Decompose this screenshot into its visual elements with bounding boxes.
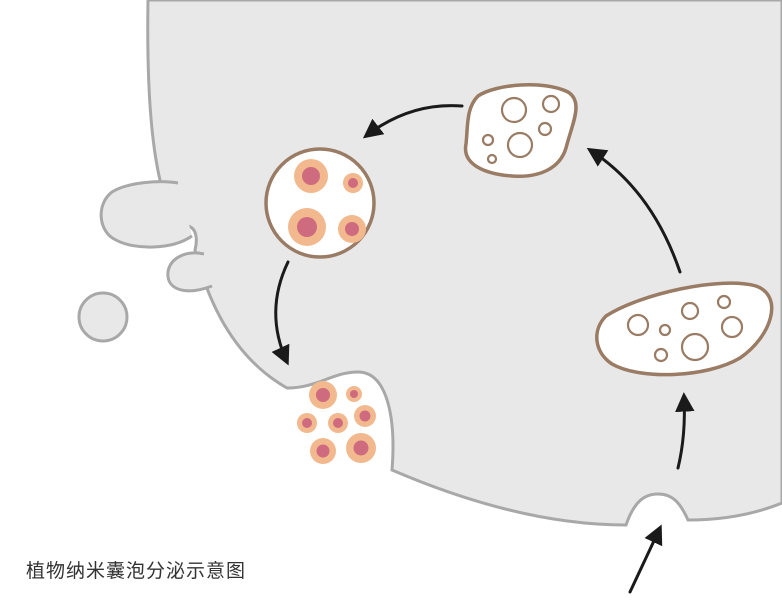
- multivesicular-body: [264, 147, 376, 259]
- membrane-bulge-upper: [99, 180, 193, 249]
- arrow-entry: [628, 524, 663, 594]
- early-endosome: [595, 281, 774, 377]
- late-endosome: [463, 83, 578, 178]
- plant-cell: [146, 0, 782, 527]
- arrow-to-late-endosome: [586, 147, 682, 274]
- arrow-to-early-endosome: [675, 392, 695, 470]
- arrow-to-release: [271, 260, 290, 366]
- arrow-to-multivesicular-body: [362, 104, 464, 139]
- released-nanovesicles: [297, 381, 376, 464]
- diagram-caption: 植物纳米囊泡分泌示意图: [26, 560, 247, 582]
- membrane-bulge-lower: [166, 251, 213, 293]
- detached-vesicle: [77, 291, 129, 343]
